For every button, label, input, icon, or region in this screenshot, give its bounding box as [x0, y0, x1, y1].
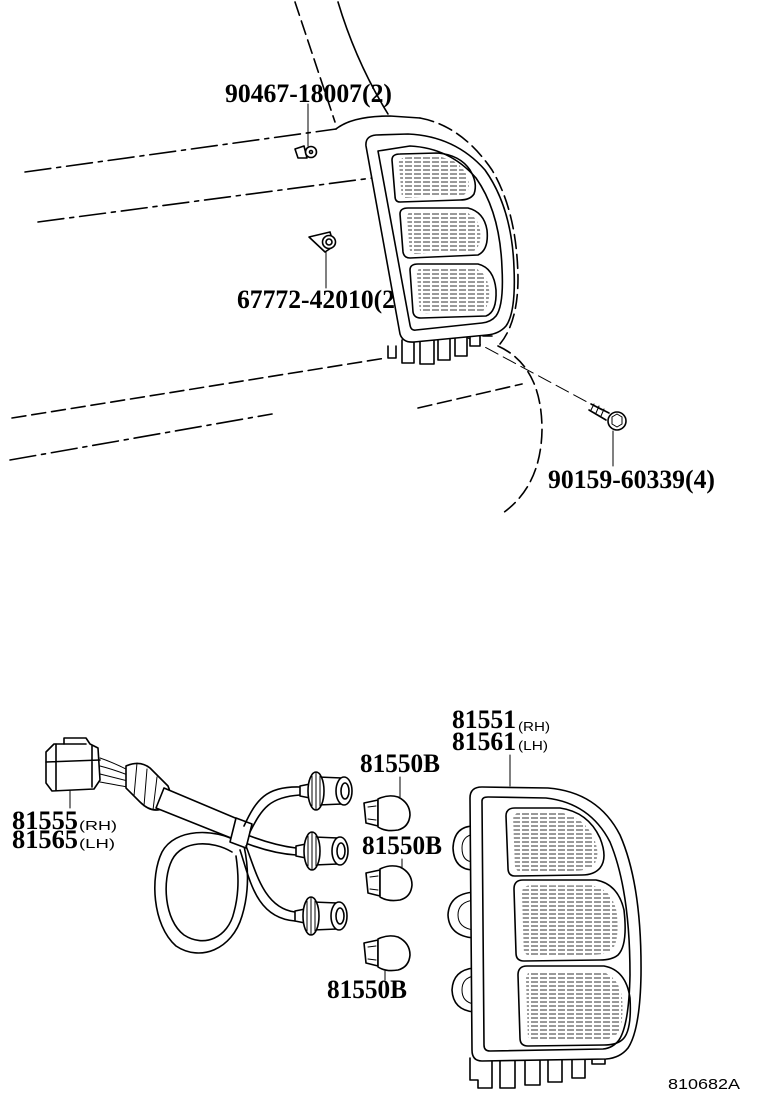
callout-socket-lh-side: (LH) [79, 836, 115, 851]
callout-bulb-middle[interactable]: 81550B [362, 831, 442, 860]
callout-body-clip[interactable]: 90467-18007(2) [225, 79, 392, 108]
lens-socket-housings [447, 825, 475, 1013]
lens-mounting-tabs [469, 1035, 613, 1089]
bulb-socket-lower [294, 896, 348, 936]
lamp-clip [308, 231, 337, 253]
harness-connector [45, 737, 129, 792]
callout-bulb-lower[interactable]: 81550B [327, 975, 407, 1004]
bulb-socket-middle [295, 831, 349, 871]
rear-lamp-installed [365, 133, 516, 343]
rear-lamp-lens [469, 786, 642, 1062]
callout-socket-lh[interactable]: 81565 [12, 825, 78, 854]
callout-lens-lh[interactable]: 81561 [452, 727, 516, 756]
bulb-socket-upper [299, 771, 353, 811]
callout-lens-rh-side: (RH) [518, 719, 550, 734]
callout-bulb-upper[interactable]: 81550B [360, 749, 440, 778]
bulb-lower [363, 935, 411, 972]
bulb-upper [363, 795, 411, 832]
socket-wires [239, 786, 301, 922]
vehicle-body-outline [9, 1, 543, 516]
figure-id: 810682A [668, 1076, 740, 1093]
callout-socket-rh[interactable]: 81555 [12, 806, 78, 835]
body-clip [294, 145, 318, 159]
callout-lens-lh-side: (LH) [518, 738, 548, 753]
callout-lens-rh[interactable]: 81551 [452, 705, 516, 734]
callout-lamp-screw[interactable]: 90159-60339(4) [548, 465, 715, 494]
lamp-screw [588, 403, 627, 431]
wire-harness-loop [154, 831, 249, 954]
callout-lamp-clip[interactable]: 67772-42010(2 [237, 285, 395, 314]
screw-install-line [467, 337, 603, 411]
bulb-middle [365, 865, 413, 902]
harness-cable [155, 787, 253, 849]
callout-socket-rh-side: (RH) [79, 818, 117, 833]
leader-lines-bottom [69, 754, 511, 981]
